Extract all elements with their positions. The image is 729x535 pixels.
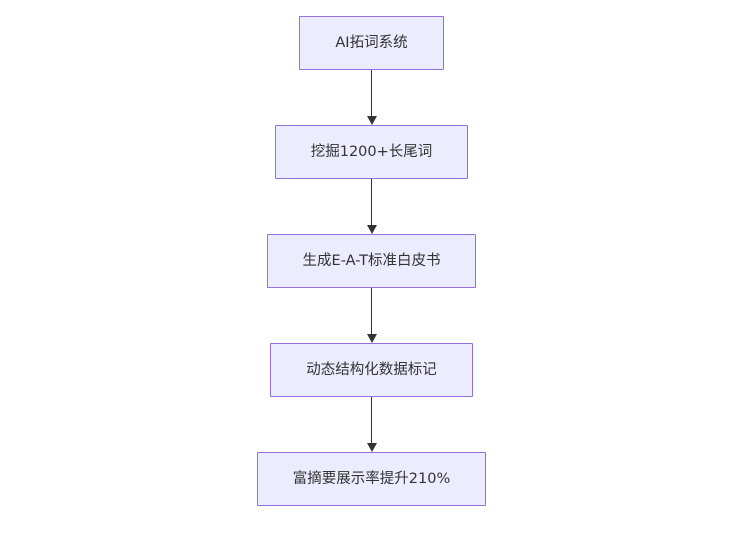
flowchart-node-structured-data-markup: 动态结构化数据标记 [270,343,473,397]
flowchart-node-rich-snippet-rate: 富摘要展示率提升210% [256,452,487,506]
arrow-down-icon [366,225,377,234]
arrow-down-icon [366,334,377,343]
edge-n3-n4 [366,288,377,343]
arrow-line [370,70,373,117]
arrow-down-icon [366,443,377,452]
arrow-line [370,288,373,335]
flowchart-node-longtail-keywords: 挖掘1200+长尾词 [274,125,469,179]
arrow-line [370,179,373,226]
arrow-down-icon [366,116,377,125]
edge-n4-n5 [366,397,377,452]
edge-n1-n2 [366,70,377,125]
edge-n2-n3 [366,179,377,234]
flowchart-node-ai-word-system: AI拓词系统 [299,16,444,70]
arrow-line [370,397,373,444]
flowchart-node-eat-whitepaper: 生成E-A-T标准白皮书 [266,234,477,288]
